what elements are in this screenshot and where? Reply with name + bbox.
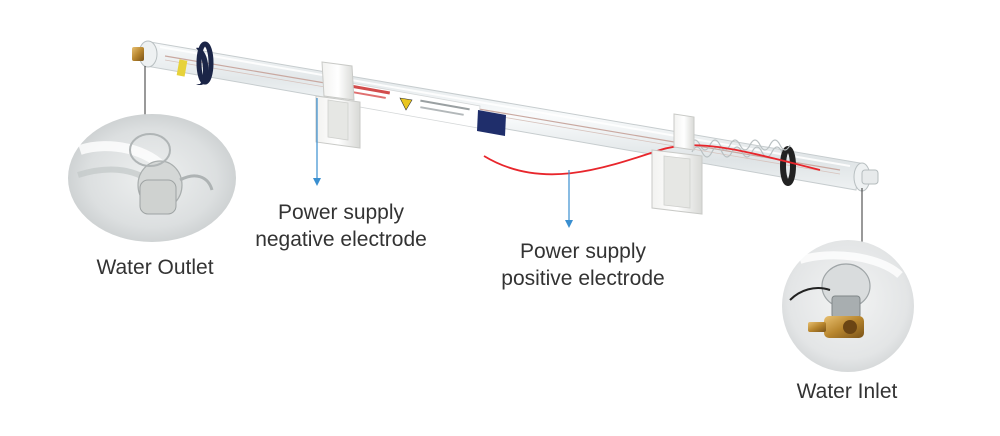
positive-electrode-wire	[483, 144, 821, 176]
negative-electrode-label: Power supply negative electrode	[236, 199, 446, 253]
tape-ring-left	[196, 47, 209, 86]
mount-bracket-right	[651, 113, 703, 215]
positive-electrode-label-line-2: positive electrode	[501, 267, 665, 290]
water-outlet-label: Water Outlet	[60, 254, 250, 281]
glass-highlight	[159, 46, 851, 167]
mount-bracket-left	[315, 61, 361, 149]
tube-left-brass-tip	[132, 47, 144, 61]
water-outlet-label-text: Water Outlet	[96, 256, 214, 279]
water-outlet-closeup	[68, 114, 236, 242]
negative-electrode-label-line-1: Power supply	[277, 201, 405, 224]
tape-ring-left-band	[196, 41, 214, 85]
negative-electrode-pointer	[313, 98, 321, 186]
tube-right-nozzle	[861, 169, 879, 185]
positive-electrode-label: Power supply positive electrode	[478, 238, 688, 292]
positive-electrode-pointer	[565, 170, 573, 228]
laser-tube	[132, 40, 879, 215]
water-inlet-label-text: Water Inlet	[796, 380, 898, 403]
inner-bore-line	[164, 55, 841, 171]
positive-electrode-label-line-1: Power supply	[519, 240, 647, 263]
water-inlet-closeup	[782, 240, 914, 372]
water-inlet-label: Water Inlet	[762, 378, 932, 405]
warning-sticker-small	[176, 59, 188, 77]
negative-electrode-label-line-2: negative electrode	[255, 228, 427, 251]
tube-label-sticker	[342, 81, 506, 136]
